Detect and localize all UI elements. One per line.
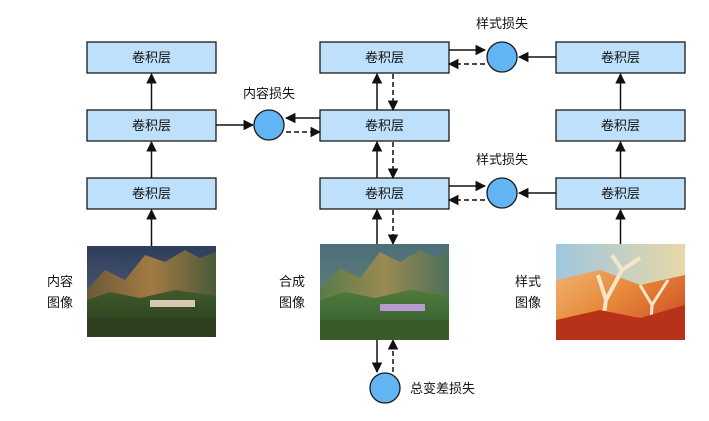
style-layer-bottom: 卷积层 (555, 177, 686, 210)
style-layer-bottom-label: 卷积层 (601, 186, 640, 202)
style-image (556, 244, 685, 341)
content-loss-node (253, 109, 285, 141)
content-image-label-line1: 内容 (47, 274, 73, 290)
content-column: 卷积层 卷积层 卷积层 (86, 41, 217, 210)
style-layer-top: 卷积层 (555, 41, 686, 74)
content-layer-middle-label: 卷积层 (132, 118, 171, 134)
synthesized-image-label-line1: 合成 (279, 275, 305, 290)
total-variation-loss-node (369, 372, 401, 404)
content-layer-middle: 卷积层 (86, 109, 217, 142)
style-loss-top-node (486, 41, 518, 73)
style-layer-middle-label: 卷积层 (601, 118, 640, 134)
content-layer-top-label: 卷积层 (132, 50, 171, 66)
total-variation-loss: 总变差损失 (369, 372, 475, 404)
synthesized-layer-top-label: 卷积层 (365, 50, 404, 66)
content-layer-top: 卷积层 (86, 41, 217, 74)
content-layer-bottom: 卷积层 (86, 177, 217, 210)
total-variation-loss-label: 总变差损失 (410, 381, 475, 397)
content-loss-label: 内容损失 (243, 86, 295, 102)
content-image-label-line2: 图像 (47, 296, 73, 311)
synthesized-layer-middle: 卷积层 (319, 109, 450, 142)
style-loss-bottom-node (486, 177, 518, 209)
synthesized-image-label-line2: 图像 (279, 296, 305, 311)
style-loss-bottom-label: 样式损失 (476, 153, 528, 168)
synthesized-layer-bottom-label: 卷积层 (365, 186, 404, 202)
synthesized-layer-middle-label: 卷积层 (365, 118, 404, 134)
content-image (87, 246, 216, 337)
style-image-label-line1: 样式 (515, 275, 541, 290)
style-image-label-line2: 图像 (515, 296, 541, 311)
content-loss: 内容损失 (243, 86, 295, 141)
style-loss-top: 样式损失 (476, 17, 528, 73)
content-layer-bottom-label: 卷积层 (132, 186, 171, 202)
style-layer-middle: 卷积层 (555, 109, 686, 142)
synthesized-image (320, 244, 449, 340)
synthesized-column: 卷积层 卷积层 卷积层 (319, 41, 450, 210)
synthesized-layer-top: 卷积层 (319, 41, 450, 74)
synthesized-layer-bottom: 卷积层 (319, 177, 450, 210)
style-layer-top-label: 卷积层 (601, 50, 640, 66)
style-loss-top-label: 样式损失 (476, 17, 528, 32)
style-column: 卷积层 卷积层 卷积层 (555, 41, 686, 210)
style-loss-bottom: 样式损失 (476, 153, 528, 209)
